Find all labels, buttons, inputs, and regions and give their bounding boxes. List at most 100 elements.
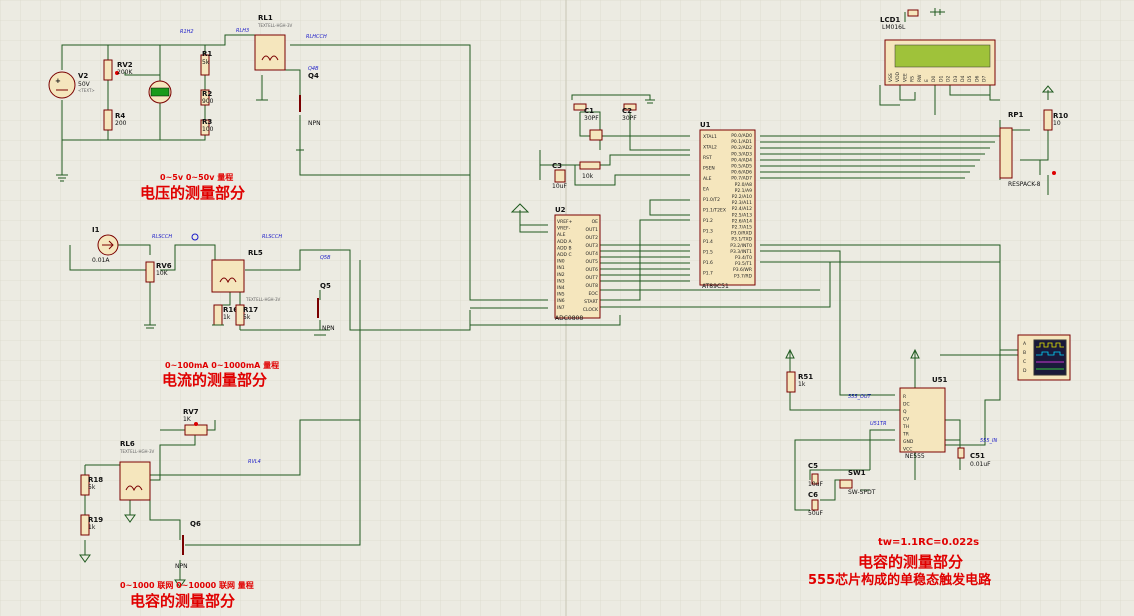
u1-left-pin-label: ALE xyxy=(703,176,712,182)
lcd-pin-label: RW xyxy=(917,74,923,82)
resistor-r16[interactable] xyxy=(213,304,223,326)
u1-left-pin-label: P1.5 xyxy=(703,250,713,256)
lcd-screen xyxy=(894,44,991,68)
switch-sw1[interactable] xyxy=(839,479,853,489)
u1-left-pin-label: P1.4 xyxy=(703,239,713,245)
u1-left-pin-label: EA xyxy=(703,187,710,193)
u2-right-pin-label: START xyxy=(584,299,598,305)
capacitance-left-section: RV7 1K RL6 TEXTELL-HGH-3V R18 5k R19 1k … xyxy=(79,260,361,610)
u2-right-pin-label: OUT6 xyxy=(586,267,599,273)
v2-ref: V2 xyxy=(78,72,88,80)
u1-ref: U1 xyxy=(700,121,711,129)
resistor-r2[interactable] xyxy=(200,89,210,106)
reset-button[interactable] xyxy=(1052,171,1056,175)
potentiometer-rv6[interactable] xyxy=(145,261,155,283)
u1-left-pin-labels: XTAL1XTAL2RSTPSENALEEAP1.0/T2P1.1/T2EXP1… xyxy=(703,134,726,277)
r51-value: 1k xyxy=(798,381,806,388)
voltage-source-v2[interactable] xyxy=(48,71,76,99)
net-q5b: Q5B xyxy=(320,255,331,261)
u1-right-pin-label: P2.0/A8 xyxy=(735,182,752,188)
potentiometer-rv7[interactable] xyxy=(184,424,208,436)
u2-right-pin-label: CLOCK xyxy=(583,307,599,313)
q5-ref: Q5 xyxy=(320,282,331,290)
lcd-pin-label: D2 xyxy=(946,76,952,82)
ne555-chip[interactable] xyxy=(899,387,946,453)
u51-pin-label: DC xyxy=(903,402,910,408)
lcd-pin-label: VSS xyxy=(888,73,894,82)
u2-right-pin-label: OUT7 xyxy=(586,275,599,281)
u2-left-pin-label: ADD C xyxy=(557,252,572,258)
resistor-r10[interactable] xyxy=(1043,109,1053,131)
u1-right-pin-label: P0.0/AD0 xyxy=(731,133,752,139)
i1-value: 0.01A xyxy=(92,257,110,264)
scope-pin-label: D xyxy=(1023,368,1027,374)
resistor-r18[interactable] xyxy=(80,474,90,496)
capacitor-c5[interactable] xyxy=(811,473,819,485)
u1-left-pin-label: PSEN xyxy=(703,166,715,172)
mcu-section: C1 30PF C2 30PF C3 10uF 10k U1 AT89C51 X… xyxy=(539,94,756,290)
r2-value: 900 xyxy=(202,98,214,105)
q6-value: NPN xyxy=(175,563,188,570)
adc0808-chip[interactable] xyxy=(554,214,601,319)
q6-ref: Q6 xyxy=(190,520,201,528)
voltage-section: + V2 50V <TEXT> RV2 200K R4 200 R1 5k R2… xyxy=(48,14,540,301)
r16-value: 1k xyxy=(223,314,231,321)
resistor-r19[interactable] xyxy=(80,514,90,536)
u1-right-pin-label: P2.5/A13 xyxy=(732,212,752,218)
resistor-r51[interactable] xyxy=(786,371,796,393)
u51-value: NE555 xyxy=(905,453,925,460)
rl6-value: TEXTELL-HGH-3V xyxy=(119,449,155,454)
lcd-ref: LCD1 xyxy=(880,16,900,24)
capacitor-c2[interactable] xyxy=(623,103,637,111)
u1-right-pin-label: P0.3/AD3 xyxy=(731,151,752,157)
u1-right-pin-label: P3.4/T0 xyxy=(735,255,752,261)
c5-ref: C5 xyxy=(808,462,818,470)
u1-left-pin-label: P1.7 xyxy=(703,271,713,277)
resistor-r1[interactable] xyxy=(200,54,210,76)
crystal[interactable] xyxy=(589,129,603,141)
r4-ref: R4 xyxy=(115,112,125,120)
resistor-r3[interactable] xyxy=(200,119,210,136)
r18-ref: R18 xyxy=(88,476,103,484)
sw1-ref: SW1 xyxy=(848,469,866,477)
r1-ref: R1 xyxy=(202,50,212,58)
c3-ref: C3 xyxy=(552,162,562,170)
lcd-contrast-pot[interactable] xyxy=(907,9,919,17)
capacitor-c3[interactable] xyxy=(554,169,566,183)
scope-pin-label: B xyxy=(1023,350,1026,356)
at89c51-chip[interactable] xyxy=(699,129,756,286)
u2-left-pin-label: IN3 xyxy=(557,278,565,284)
u2-left-pin-label: ADD B xyxy=(557,245,572,251)
relay-rl5[interactable] xyxy=(211,259,245,293)
capacitor-c51[interactable] xyxy=(957,447,965,459)
resistor-r17[interactable] xyxy=(235,304,245,326)
r3-ref: R3 xyxy=(202,118,212,126)
u1-left-pin-label: P1.0/T2 xyxy=(703,197,720,203)
relay-rl6[interactable] xyxy=(119,461,151,501)
rv7-value: 1K xyxy=(183,416,192,423)
respack-rp1[interactable] xyxy=(999,127,1013,179)
u2-right-pin-label: OUT4 xyxy=(586,251,599,257)
u2-right-pin-labels: OEOUT1OUT2OUT3OUT4OUT5OUT6OUT7OUT8EOCSTA… xyxy=(583,219,599,313)
u1-left-pin-label: XTAL1 xyxy=(703,134,717,140)
rv2-value: 200K xyxy=(117,69,133,76)
lcd-pin-label: RS xyxy=(910,76,916,82)
resistor-r8[interactable] xyxy=(579,161,601,170)
resistor-r4[interactable] xyxy=(103,109,113,131)
u1-left-pin-label: XTAL2 xyxy=(703,145,717,151)
u1-left-pin-label: P1.3 xyxy=(703,229,713,235)
u1-right-pin-label: P0.6/AD6 xyxy=(731,170,752,176)
scope-pin-label: C xyxy=(1023,359,1026,365)
rl6-ref: RL6 xyxy=(120,440,135,448)
potentiometer-rv2[interactable] xyxy=(103,59,113,81)
u1-left-pin-label: P1.1/T2EX xyxy=(703,208,726,214)
capacitor-c6[interactable] xyxy=(811,499,819,511)
u2-left-pin-label: IN2 xyxy=(557,272,565,278)
u2-value: ADC0808 xyxy=(555,315,583,322)
relay-rl1[interactable] xyxy=(254,34,286,71)
rv2-ref: RV2 xyxy=(117,61,133,69)
capacitor-c1[interactable] xyxy=(573,103,587,111)
lcd-pin-label: D7 xyxy=(982,76,988,82)
